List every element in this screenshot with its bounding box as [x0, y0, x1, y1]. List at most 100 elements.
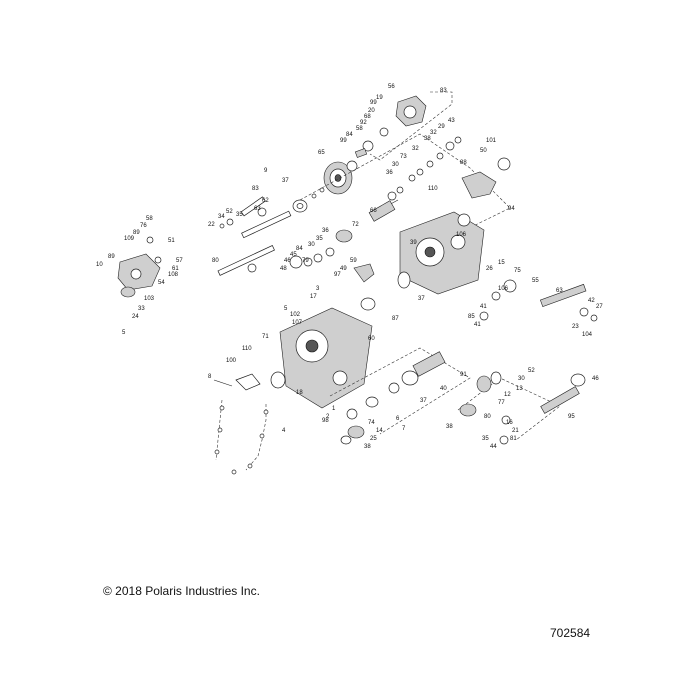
svg-text:30: 30 [518, 376, 525, 382]
svg-text:58: 58 [146, 216, 153, 222]
svg-text:36: 36 [322, 228, 329, 234]
svg-text:81: 81 [510, 436, 517, 442]
svg-text:16: 16 [506, 420, 513, 426]
svg-text:107: 107 [292, 320, 303, 326]
svg-text:14: 14 [376, 428, 383, 434]
svg-text:71: 71 [262, 334, 269, 340]
svg-text:77: 77 [498, 400, 505, 406]
seal-110 [457, 213, 471, 227]
svg-text:8: 8 [208, 374, 212, 380]
svg-text:33: 33 [138, 306, 145, 312]
svg-text:5: 5 [122, 330, 126, 336]
svg-text:48: 48 [280, 266, 287, 272]
svg-text:89: 89 [133, 230, 140, 236]
diagram-part-number: 702584 [550, 626, 591, 640]
svg-text:5: 5 [284, 306, 288, 312]
svg-text:15: 15 [498, 260, 505, 266]
svg-text:30: 30 [392, 162, 399, 168]
svg-text:99: 99 [370, 100, 377, 106]
svg-text:109: 109 [124, 236, 135, 242]
svg-text:23: 23 [572, 324, 579, 330]
svg-text:4: 4 [282, 428, 286, 434]
right-gear-train [457, 371, 586, 445]
svg-text:38: 38 [364, 444, 371, 450]
housing-bolts [214, 399, 269, 475]
svg-text:34: 34 [218, 214, 225, 220]
left-bracket-assembly [117, 236, 162, 298]
svg-text:29: 29 [438, 124, 445, 130]
main-transmission-housing [270, 297, 376, 409]
svg-text:94: 94 [508, 206, 515, 212]
svg-text:56: 56 [388, 84, 395, 90]
svg-text:24: 24 [132, 314, 139, 320]
svg-text:26: 26 [486, 266, 493, 272]
svg-text:76: 76 [140, 223, 147, 229]
svg-text:2: 2 [326, 414, 330, 420]
svg-text:30: 30 [308, 242, 315, 248]
svg-text:1: 1 [332, 406, 336, 412]
svg-text:46: 46 [592, 376, 599, 382]
svg-text:84: 84 [296, 246, 303, 252]
svg-text:63: 63 [556, 288, 563, 294]
large-gear [323, 160, 358, 195]
svg-text:51: 51 [168, 238, 175, 244]
svg-text:22: 22 [208, 222, 215, 228]
svg-text:6: 6 [396, 416, 400, 422]
mount-bracket-100 [213, 373, 261, 391]
svg-text:25: 25 [370, 436, 377, 442]
svg-text:110: 110 [242, 346, 252, 352]
svg-text:72: 72 [352, 222, 359, 228]
svg-text:106: 106 [498, 286, 509, 292]
svg-text:35: 35 [482, 436, 489, 442]
svg-text:83: 83 [440, 88, 447, 94]
svg-text:45: 45 [290, 252, 297, 258]
svg-text:17: 17 [310, 294, 317, 300]
svg-text:10: 10 [96, 262, 103, 268]
svg-text:3: 3 [316, 286, 320, 292]
svg-text:46: 46 [284, 258, 291, 264]
svg-text:102: 102 [290, 312, 301, 318]
svg-text:37: 37 [420, 398, 427, 404]
svg-text:60: 60 [368, 336, 375, 342]
svg-text:95: 95 [568, 414, 575, 420]
svg-text:36: 36 [386, 170, 393, 176]
svg-text:106: 106 [456, 232, 467, 238]
svg-text:101: 101 [486, 138, 497, 144]
svg-text:38: 38 [446, 424, 453, 430]
svg-text:20: 20 [368, 108, 375, 114]
svg-text:32: 32 [412, 146, 419, 152]
svg-text:63: 63 [254, 206, 261, 212]
copyright-text: © 2018 Polaris Industries Inc. [103, 584, 260, 598]
svg-text:41: 41 [480, 304, 487, 310]
svg-text:49: 49 [340, 266, 347, 272]
svg-text:75: 75 [514, 268, 521, 274]
svg-text:80: 80 [484, 414, 491, 420]
svg-text:99: 99 [340, 138, 347, 144]
svg-text:62: 62 [262, 198, 269, 204]
svg-text:41: 41 [474, 322, 481, 328]
svg-text:103: 103 [144, 296, 155, 302]
svg-text:27: 27 [596, 304, 603, 310]
svg-text:37: 37 [282, 178, 289, 184]
svg-text:55: 55 [532, 278, 539, 284]
svg-text:58: 58 [356, 126, 363, 132]
svg-text:110: 110 [428, 186, 438, 192]
svg-text:32: 32 [430, 130, 437, 136]
svg-text:97: 97 [334, 272, 341, 278]
svg-text:87: 87 [392, 316, 399, 322]
svg-text:91: 91 [460, 372, 467, 378]
svg-text:35: 35 [316, 236, 323, 242]
svg-text:19: 19 [376, 95, 383, 101]
svg-text:92: 92 [360, 120, 367, 126]
rear-cover-assembly [354, 91, 453, 161]
svg-text:89: 89 [108, 254, 115, 260]
shift-drum-assembly [217, 210, 375, 283]
svg-text:7: 7 [402, 426, 406, 432]
svg-text:98: 98 [322, 418, 329, 424]
svg-text:43: 43 [448, 118, 455, 124]
svg-text:40: 40 [440, 386, 447, 392]
svg-text:12: 12 [504, 392, 511, 398]
svg-text:37: 37 [418, 296, 425, 302]
